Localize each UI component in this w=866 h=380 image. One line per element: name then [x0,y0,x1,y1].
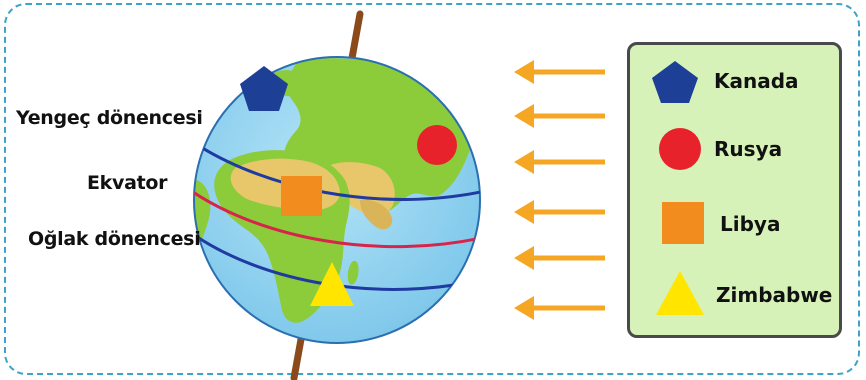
circle-icon [658,127,702,171]
square-icon [281,176,322,216]
square-icon [662,202,704,244]
legend-item-libya: Libya [630,200,845,250]
sun-ray-arrow [514,200,605,224]
legend-item-zimbabwe: Zimbabwe [630,269,845,319]
legend-item-rusya: Rusya [630,125,845,175]
sun-ray-arrow [514,104,605,128]
sun-ray-arrow [514,150,605,174]
legend-label-zimbabwe: Zimbabwe [716,283,832,307]
legend: Kanada Rusya Libya Zimbabwe [627,42,842,338]
tropic-of-cancer-label: Yengeç dönencesi [16,107,203,129]
equator-label: Ekvator [87,172,167,194]
legend-label-kanada: Kanada [714,69,799,93]
sun-ray-arrow [514,246,605,270]
pentagon-icon [650,59,700,105]
sun-ray-arrow [514,296,605,320]
legend-item-kanada: Kanada [630,57,845,107]
legend-label-rusya: Rusya [714,137,782,161]
sun-ray-arrow [514,60,605,84]
sun-rays [514,60,605,320]
tropic-of-capricorn-label: Oğlak dönencesi [28,228,200,250]
triangle-icon [654,269,706,317]
circle-icon [417,125,457,165]
legend-label-libya: Libya [720,212,780,236]
